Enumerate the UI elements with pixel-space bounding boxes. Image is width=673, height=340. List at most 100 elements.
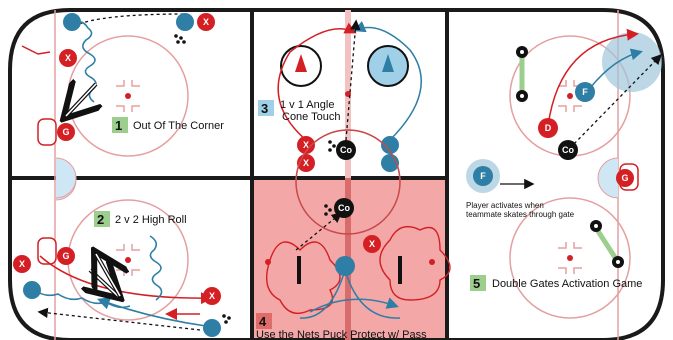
drill5-number: 5 (473, 276, 480, 291)
crease-p2 (55, 157, 77, 199)
player-blue-p2a (23, 281, 41, 299)
player-x-p2b-label: X (209, 291, 215, 301)
player-x-p1a (59, 49, 77, 67)
player-x-p3a (297, 136, 315, 154)
pass-line-p2 (37, 307, 201, 331)
stick-p1 (21, 45, 51, 55)
goalie-p2 (57, 247, 75, 265)
player-blue-p3a (381, 136, 399, 154)
dot-left-p4 (265, 259, 271, 265)
drill4-title: Use the Nets Puck Protect w/ Pass (256, 329, 427, 340)
shot-arrow-inner-p1 (65, 83, 97, 117)
drill1-badge (112, 117, 128, 133)
coach-p4 (334, 198, 354, 218)
net-left-p4 (297, 256, 301, 284)
coach-p5-label: Co (562, 145, 574, 155)
goalie-p1 (57, 123, 75, 141)
legend-note-line1: Player activates when (466, 201, 544, 210)
cone-red-icon (295, 54, 307, 72)
drill5-badge (470, 275, 486, 291)
faceoff-dot-p1 (125, 93, 131, 99)
rink-boards (8, 8, 665, 340)
player-d-p5 (538, 118, 558, 138)
skate-blue-p3 (353, 21, 422, 141)
target-zone-p5 (602, 32, 662, 92)
coach-p4-label: Co (338, 203, 350, 213)
drill3-number: 3 (261, 101, 268, 116)
legend-player-f (473, 166, 493, 186)
skate-red-p5 (547, 28, 639, 127)
drill2-badge (94, 211, 110, 227)
drill3-title-line1: 1 v 1 Angle (280, 99, 334, 111)
drill2-title: 2 v 2 High Roll (115, 214, 187, 226)
legend-player-f-label: F (480, 171, 486, 181)
coach-p3 (336, 140, 356, 160)
dot-right-p4 (429, 259, 435, 265)
gate-bottom-p5 (593, 226, 621, 264)
goalie-p5-label: G (621, 173, 628, 183)
drill1-title: Out Of The Corner (133, 120, 224, 132)
goalie-p1-label: G (62, 127, 69, 137)
player-blue-p1b (176, 13, 194, 31)
crease-p5 (597, 157, 619, 199)
gate-bottom-post-a-hole (594, 224, 598, 228)
drill3-title-line2: Cone Touch (282, 111, 341, 123)
coach-p3-label: Co (340, 145, 352, 155)
goalie-p2-label: G (62, 251, 69, 261)
faceoff-dot-p2 (125, 257, 131, 263)
player-x-p2a-label: X (19, 259, 25, 269)
net-right-p4 (398, 256, 402, 284)
skate-blue-p4c (309, 297, 399, 313)
player-blue-p2b (203, 319, 221, 337)
drill4-number: 4 (259, 314, 267, 329)
gate-top-post-a-hole (520, 50, 524, 54)
faceoff-dot-p5b (567, 255, 573, 261)
player-x-p4 (363, 235, 381, 253)
skate-red-p3 (277, 22, 357, 141)
pucks-p3 (328, 140, 336, 152)
player-x-p1b-label: X (203, 17, 209, 27)
hash-marks-p1 (116, 80, 140, 112)
pucks-p2 (222, 314, 231, 324)
wavy-zone-left (266, 241, 341, 314)
player-blue-p1 (63, 13, 81, 31)
wavy-zone-right (379, 226, 451, 301)
player-x-p1a-label: X (65, 53, 71, 63)
pass-line-p1 (73, 13, 186, 27)
pass-line-p3 (345, 19, 361, 141)
skate-blue-p4 (299, 269, 346, 319)
pucks-p1 (174, 34, 186, 44)
drill1-number: 1 (115, 118, 122, 133)
skate-wavy-p2 (149, 235, 163, 301)
player-x-p2a (13, 255, 31, 273)
coach-p5 (558, 140, 578, 160)
drill5-title: Double Gates Activation Game (492, 278, 642, 290)
skate-blue-p2 (96, 297, 207, 327)
player-x-p2b (203, 287, 221, 305)
drill3-badge (258, 100, 274, 116)
player-blue-p4 (335, 256, 355, 276)
hash-marks-p5 (558, 80, 582, 274)
center-circle-p4 (295, 129, 401, 235)
drill2-number: 2 (97, 212, 104, 227)
cone-blue-icon (382, 54, 394, 72)
legend-note-line2: teammate skates through gate (466, 210, 575, 219)
pucks-p4 (324, 204, 332, 216)
goal-net-p1 (37, 118, 57, 146)
player-x-p4-label: X (369, 239, 375, 249)
drill4-badge (256, 313, 272, 329)
player-d-p5-label: D (545, 123, 552, 133)
player-f-p5-label: F (582, 87, 588, 97)
faceoff-circle-p5b (509, 197, 631, 319)
player-x-p3a-label: X (303, 140, 309, 150)
player-x-p1b (197, 13, 215, 31)
skate-blue-p4b (344, 269, 401, 319)
goalie-p5 (616, 169, 634, 187)
gate-top-post-b-hole (520, 94, 524, 98)
player-x-p3b-label: X (303, 158, 309, 168)
player-f-p5 (575, 82, 595, 102)
faceoff-dot-p5a (567, 93, 573, 99)
return-arrow-inner-p2 (95, 253, 121, 297)
gate-bottom-post-b-hole (616, 260, 620, 264)
